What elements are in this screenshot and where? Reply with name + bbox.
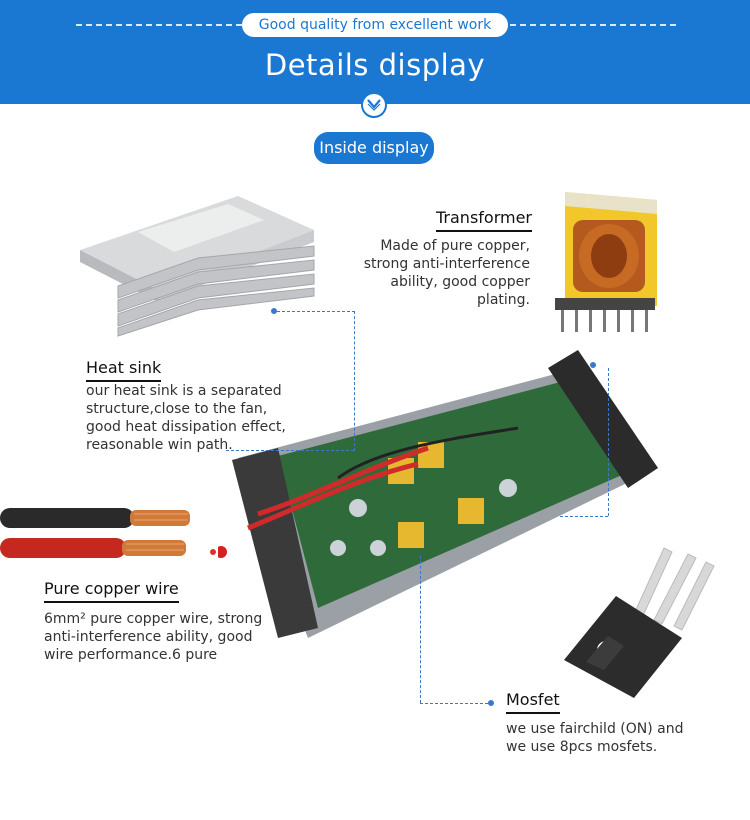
callout-line-transformer-h — [560, 516, 608, 517]
mosfet-image — [564, 547, 715, 698]
callout-dot-heat-sink — [271, 308, 277, 314]
callout-line-heat-sink — [277, 311, 355, 312]
callout-line-mosfet — [420, 556, 421, 703]
callout-line-heat-sink-vertical — [354, 311, 355, 451]
heat-sink-description: our heat sink is a separated structure,c… — [86, 383, 286, 453]
callout-line-mosfet-h — [420, 703, 488, 704]
section-pill: Inside display — [314, 132, 434, 164]
copper-wire-title: Pure copper wire — [44, 579, 179, 603]
copper-wire-image — [0, 508, 190, 558]
copper-wire-description: 6mm² pure copper wire, strong anti-inter… — [44, 611, 263, 663]
callout-line-transformer — [608, 368, 609, 516]
heat-sink-image — [80, 196, 315, 337]
transformer-image — [555, 192, 657, 332]
callout-dot-mosfet — [488, 700, 494, 706]
header-banner: Good quality from excellent work Details… — [0, 0, 750, 104]
dashed-divider-right — [510, 24, 676, 26]
mosfet-description: we use fairchild (ON) and we use 8pcs mo… — [506, 721, 684, 755]
transformer-description: Made of pure copper, strong anti-interfe… — [363, 238, 530, 308]
chevron-down-icon — [361, 92, 387, 118]
inverter-image — [218, 350, 658, 638]
page-title: Details display — [264, 48, 486, 82]
tagline: Good quality from excellent work — [242, 13, 508, 37]
heat-sink-title: Heat sink — [86, 358, 162, 382]
callout-line-heat-sink-h2 — [226, 450, 354, 451]
transformer-title: Transformer — [436, 208, 533, 232]
mosfet-title: Mosfet — [506, 690, 560, 714]
dashed-divider-left — [76, 24, 242, 26]
callout-dot-copper-wire — [210, 549, 216, 555]
callout-dot-transformer — [590, 362, 596, 368]
